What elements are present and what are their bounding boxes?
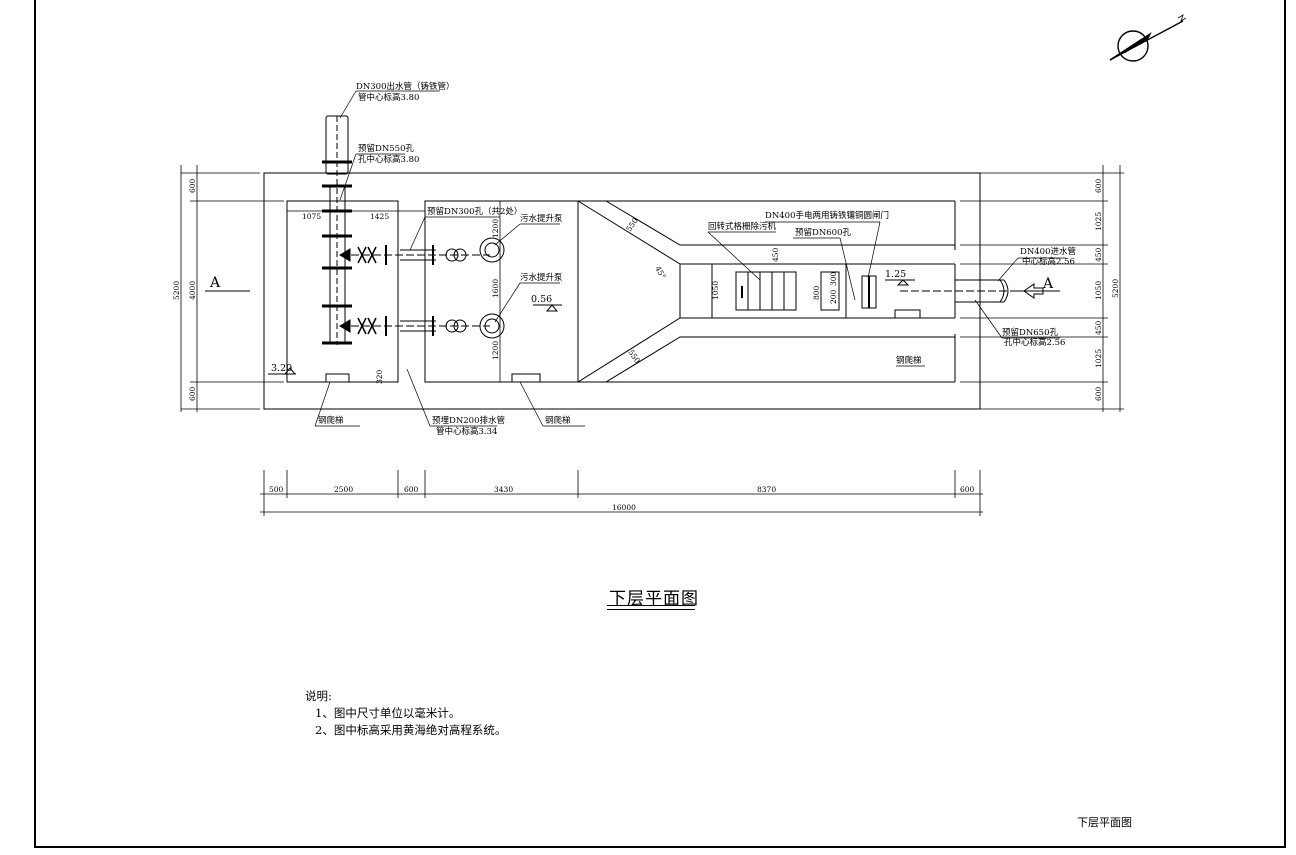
- section-mark-left: A: [209, 275, 221, 291]
- dimension-lines: [180, 165, 1124, 516]
- label-drain-pipe: 预埋DN200排水管: [432, 415, 505, 426]
- dim-left-4000: 4000: [188, 281, 197, 300]
- label-inlet-pipe: DN400进水管: [1020, 246, 1076, 257]
- north-arrow-icon: [1109, 14, 1187, 62]
- dim-right-1025b: 1025: [1094, 349, 1103, 368]
- label-reserved-600: 预留DN600孔: [795, 227, 851, 238]
- dim-320: 320: [375, 369, 384, 384]
- dim-left-600a: 600: [188, 178, 197, 193]
- dim-bottom-total: 16000: [612, 503, 636, 512]
- dim-bottom-2500: 2500: [334, 485, 353, 494]
- screen-machine: [711, 263, 847, 319]
- label-ladder-2: 钢爬梯: [545, 415, 571, 426]
- sheet-frame: [34, 0, 1286, 848]
- dim-300: 300: [829, 271, 838, 286]
- elevation-markers: [268, 279, 915, 375]
- title-underline: [607, 605, 695, 606]
- label-outlet-pipe: DN300出水管（铸铁管）: [356, 81, 454, 92]
- dim-bottom-3430: 3430: [494, 485, 513, 494]
- dim-1200b: 1200: [491, 341, 500, 360]
- tank-structure: [263, 172, 981, 410]
- leader-lines: [314, 90, 1066, 427]
- corner-title: 下层平面图: [1077, 816, 1132, 829]
- label-pump-1: 污水提升泵: [520, 213, 563, 224]
- dim-right-1050: 1050: [1094, 281, 1103, 300]
- label-reserved-300: 预留DN300孔（共2处）: [427, 206, 522, 217]
- label-reserved-650-elev: 孔中心标高2.56: [1004, 337, 1065, 348]
- label-gate: DN400手电两用铸铁镶铜圆闸门: [765, 210, 889, 221]
- dim-right-1025a: 1025: [1094, 212, 1103, 231]
- notes-item: 2、图中标高采用黄海绝对高程系统。: [315, 723, 507, 737]
- label-inlet-elev: 中心标高2.56: [1022, 256, 1075, 267]
- dim-right-600b: 600: [1094, 386, 1103, 401]
- label-ladder-3: 钢爬梯: [896, 355, 922, 366]
- dim-1600: 1600: [491, 279, 500, 298]
- dim-left-600b: 600: [188, 386, 197, 401]
- pump-line-upper: [339, 237, 505, 265]
- elevation-320: 3.20: [271, 363, 292, 374]
- section-mark-right: A: [1042, 276, 1054, 292]
- title-underline: [607, 609, 695, 610]
- dim-800: 800: [812, 285, 821, 300]
- gate-valve: [861, 275, 877, 309]
- elevation-056: 0.56: [531, 294, 552, 305]
- dim-right-450a: 450: [1094, 247, 1103, 262]
- dim-bottom-8370: 8370: [757, 485, 776, 494]
- outlet-pipe: [322, 115, 352, 345]
- dim-bottom-500: 500: [269, 485, 284, 494]
- label-pump-2: 污水提升泵: [520, 272, 563, 283]
- notes-heading: 说明:: [305, 689, 332, 703]
- dim-bottom-600a: 600: [404, 485, 419, 494]
- label-drain-elev: 管中心标高3.34: [436, 426, 497, 437]
- dim-450: 450: [771, 247, 780, 262]
- dim-right-450b: 450: [1094, 320, 1103, 335]
- dim-550a: 550: [624, 216, 640, 233]
- notes: 说明: 1、图中尺寸单位以毫米计。 2、图中标高采用黄海绝对高程系统。: [305, 688, 506, 739]
- dim-200: 200: [829, 289, 838, 304]
- dim-1200a: 1200: [491, 219, 500, 238]
- ladders: [325, 309, 921, 382]
- label-reserved-550: 预留DN550孔: [358, 143, 414, 154]
- dim-left-total: 5200: [172, 281, 181, 300]
- label-outlet-elev: 管中心标高3.80: [358, 92, 419, 103]
- drawing-title: 下层平面图: [609, 589, 699, 609]
- dim-1050: 1050: [711, 281, 720, 300]
- dim-1075: 1075: [302, 212, 321, 221]
- elevation-125: 1.25: [885, 269, 906, 280]
- label-ladder-1: 钢爬梯: [318, 415, 344, 426]
- label-reserved-650: 预留DN650孔: [1002, 327, 1058, 338]
- dim-right-total: 5200: [1111, 279, 1120, 298]
- dim-1425: 1425: [370, 212, 389, 221]
- dim-45-deg: 45°: [653, 265, 668, 281]
- notes-item: 1、图中尺寸单位以毫米计。: [315, 706, 461, 720]
- dim-bottom-600b: 600: [960, 485, 975, 494]
- label-reserved-550-elev: 孔中心标高3.80: [358, 154, 419, 165]
- dim-right-600a: 600: [1094, 178, 1103, 193]
- pump-line-lower: [339, 313, 505, 339]
- label-screen: 回转式格栅除污机: [708, 221, 777, 232]
- dim-550b: 550: [626, 348, 642, 365]
